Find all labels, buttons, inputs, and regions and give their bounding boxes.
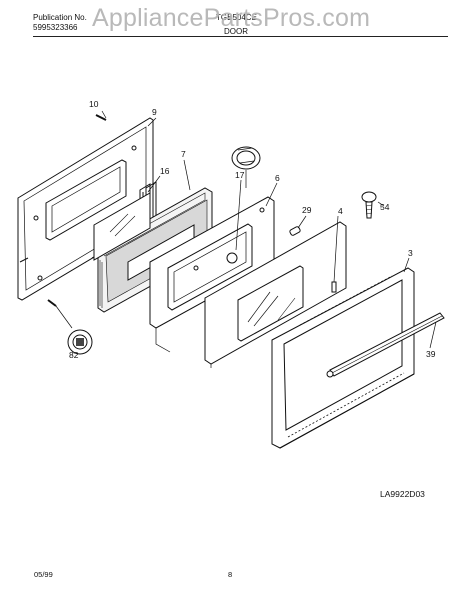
callout-6: 6 (275, 173, 280, 183)
model-number: TGB504CE (216, 13, 257, 22)
outer-door-frame (271, 267, 415, 449)
glass-clip (331, 281, 337, 293)
callout-16: 16 (160, 166, 170, 176)
callout-7: 7 (181, 149, 186, 159)
door-handle (326, 312, 445, 378)
callout-4: 4 (338, 206, 343, 216)
footer-date: 05/99 (34, 570, 53, 579)
inner-window-pane (93, 192, 151, 261)
watermark: AppliancePartsPros.com (92, 4, 371, 32)
callout-3: 3 (408, 248, 413, 258)
callout-39: 39 (426, 349, 436, 359)
door-outer-glass (204, 221, 347, 368)
header-rule (33, 36, 448, 37)
publication-number: 5995323366 (33, 23, 78, 32)
callout-82: 82 (69, 350, 79, 360)
leader-lines (55, 110, 437, 349)
screw (361, 191, 377, 219)
callout-9: 9 (152, 107, 157, 117)
callout-17: 17 (235, 170, 245, 180)
callout-29: 29 (302, 205, 312, 215)
door-knob (231, 146, 261, 170)
section-title: DOOR (224, 27, 248, 36)
publication-label: Publication No. (33, 13, 87, 22)
footer-page-number: 8 (228, 570, 233, 579)
hinge-piece (47, 299, 93, 355)
callout-10: 10 (89, 99, 99, 109)
liner-screw (95, 114, 107, 121)
callout-54: 54 (380, 202, 390, 212)
spacer (289, 226, 301, 236)
figure-id: LA9922D03 (380, 489, 425, 499)
